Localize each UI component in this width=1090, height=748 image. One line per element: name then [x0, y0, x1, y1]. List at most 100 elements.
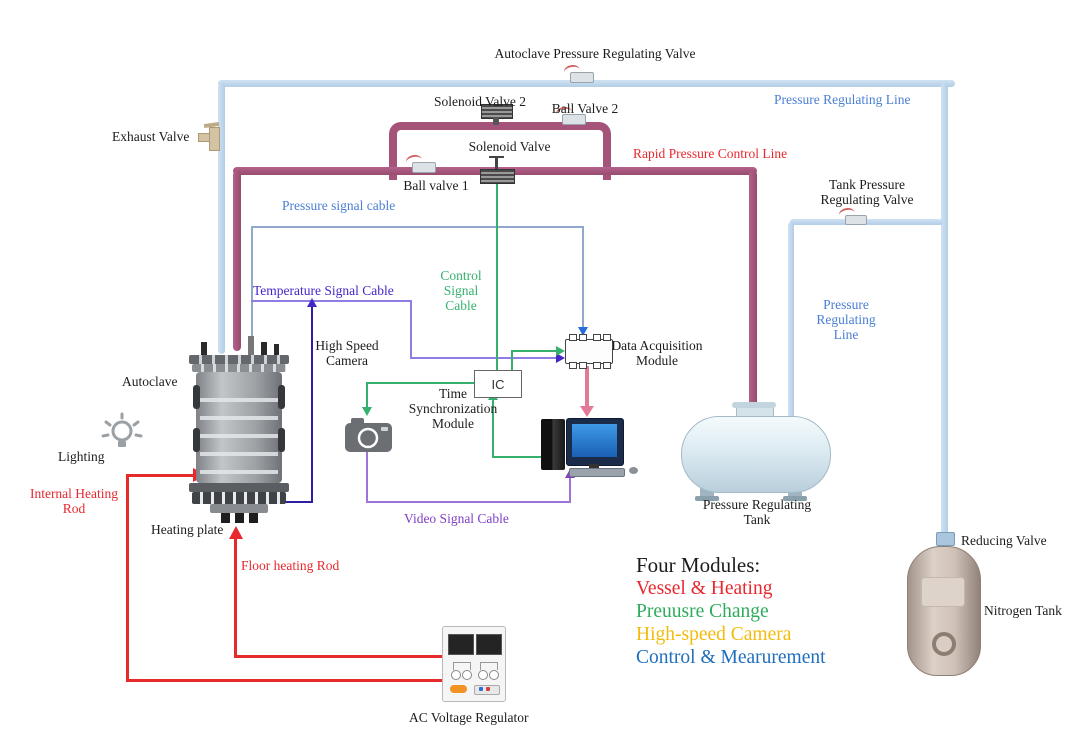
legend-item-pressure-change: Preuusre Change [636, 601, 769, 622]
autoclave-top-stud-3 [274, 344, 279, 356]
thermocouple-riser [311, 307, 313, 503]
pressure-tank-foot-1 [695, 496, 719, 501]
label-ball-valve-1: Ball valve 1 [403, 178, 469, 193]
acvr-bracket-2 [480, 662, 498, 670]
label-lighting: Lighting [58, 449, 105, 464]
temperature-cable-horizontal-1 [251, 300, 412, 302]
daq-pin [569, 334, 577, 341]
ic-to-daq-arrowhead [556, 346, 565, 356]
autoclave-top-flange-2 [192, 364, 286, 372]
legend-item-vessel-heating: Vessel & Heating [636, 578, 773, 599]
label-high-speed-camera: High Speed Camera [315, 338, 379, 369]
label-control-signal-cable: Control Signal Cable [440, 268, 482, 314]
ic-to-camera-arrowhead [362, 407, 372, 416]
daq-to-pc-line [585, 366, 589, 408]
label-heating-plate: Heating plate [151, 522, 224, 537]
ic-to-camera-vertical [366, 382, 368, 409]
solenoid-valve-tbar [489, 156, 504, 158]
rapid-line-right-vertical [749, 171, 757, 408]
nitrogen-tank-body [907, 546, 981, 676]
heating-plate-stud-3 [249, 513, 258, 523]
solenoid-valve-2-stem [493, 117, 499, 125]
temperature-cable-arrowhead [556, 353, 565, 363]
ic-to-camera-horizontal [366, 382, 476, 384]
autoclave-top-post [248, 336, 254, 355]
thermocouple-horizontal [262, 501, 313, 503]
ic-to-daq-horizontal [511, 350, 558, 352]
pressure-signal-cable-horizontal [251, 226, 584, 228]
pc-keyboard [569, 468, 625, 477]
label-pressure-regulating-tank: Pressure Regulating Tank [702, 497, 812, 528]
nitrogen-tank-label-patch [921, 577, 965, 607]
video-cable-vertical-2 [569, 478, 571, 503]
solenoid-valve-stem [495, 158, 498, 170]
legend-title: Four Modules: [636, 553, 761, 577]
pressure-tank-neck-lip [732, 402, 776, 408]
pc-to-ic-horizontal [492, 456, 544, 458]
pc-to-ic-vertical [492, 399, 494, 457]
internal-rod-wire-vertical [126, 474, 129, 682]
label-autoclave-pressure-regulating-valve: Autoclave Pressure Regulating Valve [494, 46, 696, 61]
pressure-signal-cable-vertical-1 [251, 226, 253, 344]
label-tank-pressure-regulating-valve: Tank Pressure Regulating Valve [820, 177, 914, 208]
autoclave-top-stud-2 [261, 342, 267, 356]
pressure-signal-arrowhead [578, 327, 588, 336]
autoclave-body-bands [200, 384, 278, 476]
label-nitrogen-tank: Nitrogen Tank [984, 603, 1062, 618]
video-cable-vertical-1 [366, 452, 368, 503]
lighting-bulb-icon [101, 412, 143, 447]
label-pressure-signal-cable: Pressure signal cable [282, 198, 396, 213]
temperature-cable-vertical [410, 300, 412, 359]
acvr-knob-2 [462, 670, 472, 680]
autoclave-clamp-right-1 [278, 385, 285, 409]
video-cable-horizontal [366, 501, 571, 503]
label-video-signal-cable: Video Signal Cable [404, 511, 509, 526]
autoclave-bottom-flange-2 [192, 492, 286, 504]
high-speed-camera-icon [345, 418, 392, 452]
floor-rod-wire-horizontal [234, 655, 445, 658]
daq-pin [579, 362, 587, 369]
thermocouple-arrowhead [307, 298, 317, 307]
pc-monitor-stand [589, 464, 599, 469]
label-data-acquisition-module: Data Acquisition Module [611, 338, 703, 369]
daq-module-icon [565, 339, 613, 364]
ball-valve-1-icon [412, 162, 436, 173]
acvr-connector-dot-2 [486, 687, 490, 691]
label-pressure-regulating-line-right: Pressure Regulating Line [816, 297, 876, 343]
label-autoclave: Autoclave [122, 374, 178, 389]
autoclave-top-stud-1 [201, 342, 207, 356]
exhaust-valve-icon-body [209, 127, 220, 151]
ic-to-daq-vertical [511, 350, 513, 371]
tank-pressure-regulating-valve-icon [845, 215, 867, 225]
rapid-line-left-vertical [233, 171, 241, 351]
autoclave-pressure-regulating-valve-icon [570, 72, 594, 83]
label-rapid-pressure-control-line: Rapid Pressure Control Line [633, 146, 788, 161]
pressure-line-top [218, 80, 955, 87]
daq-pin [579, 334, 587, 341]
heating-plate-stud-1 [221, 513, 230, 523]
label-reducing-valve: Reducing Valve [961, 533, 1047, 548]
label-internal-heating-rod: Internal Heating Rod [29, 486, 119, 517]
pressure-tank-leg-1 [700, 487, 714, 498]
autoclave-top-flange-1 [189, 355, 289, 364]
daq-pin [593, 334, 601, 341]
daq-pin [593, 362, 601, 369]
pc-tower [541, 419, 565, 470]
tank-regulating-branch-vertical [788, 222, 794, 418]
legend-item-control-measurement: Control & Mearurement [636, 647, 826, 668]
acvr-power-button [450, 685, 467, 693]
pc-mouse [629, 467, 638, 474]
acvr-knob-1 [451, 670, 461, 680]
label-solenoid-valve-2: Solenoid Valve 2 [434, 94, 526, 109]
label-solenoid-valve: Solenoid Valve [468, 139, 551, 154]
floor-rod-wire-vertical [234, 538, 237, 658]
label-time-synchronization-module: Time Synchronization Module [408, 386, 498, 432]
daq-pin [603, 334, 611, 341]
autoclave-bottom-flange-1 [189, 483, 289, 492]
label-temperature-signal-cable: Temperature Signal Cable [253, 283, 394, 298]
pressure-line-right-vertical [941, 83, 948, 545]
ic-box: IC [474, 370, 522, 398]
ball-valve-2-icon [562, 114, 586, 125]
control-cable-main-vertical [496, 177, 498, 371]
